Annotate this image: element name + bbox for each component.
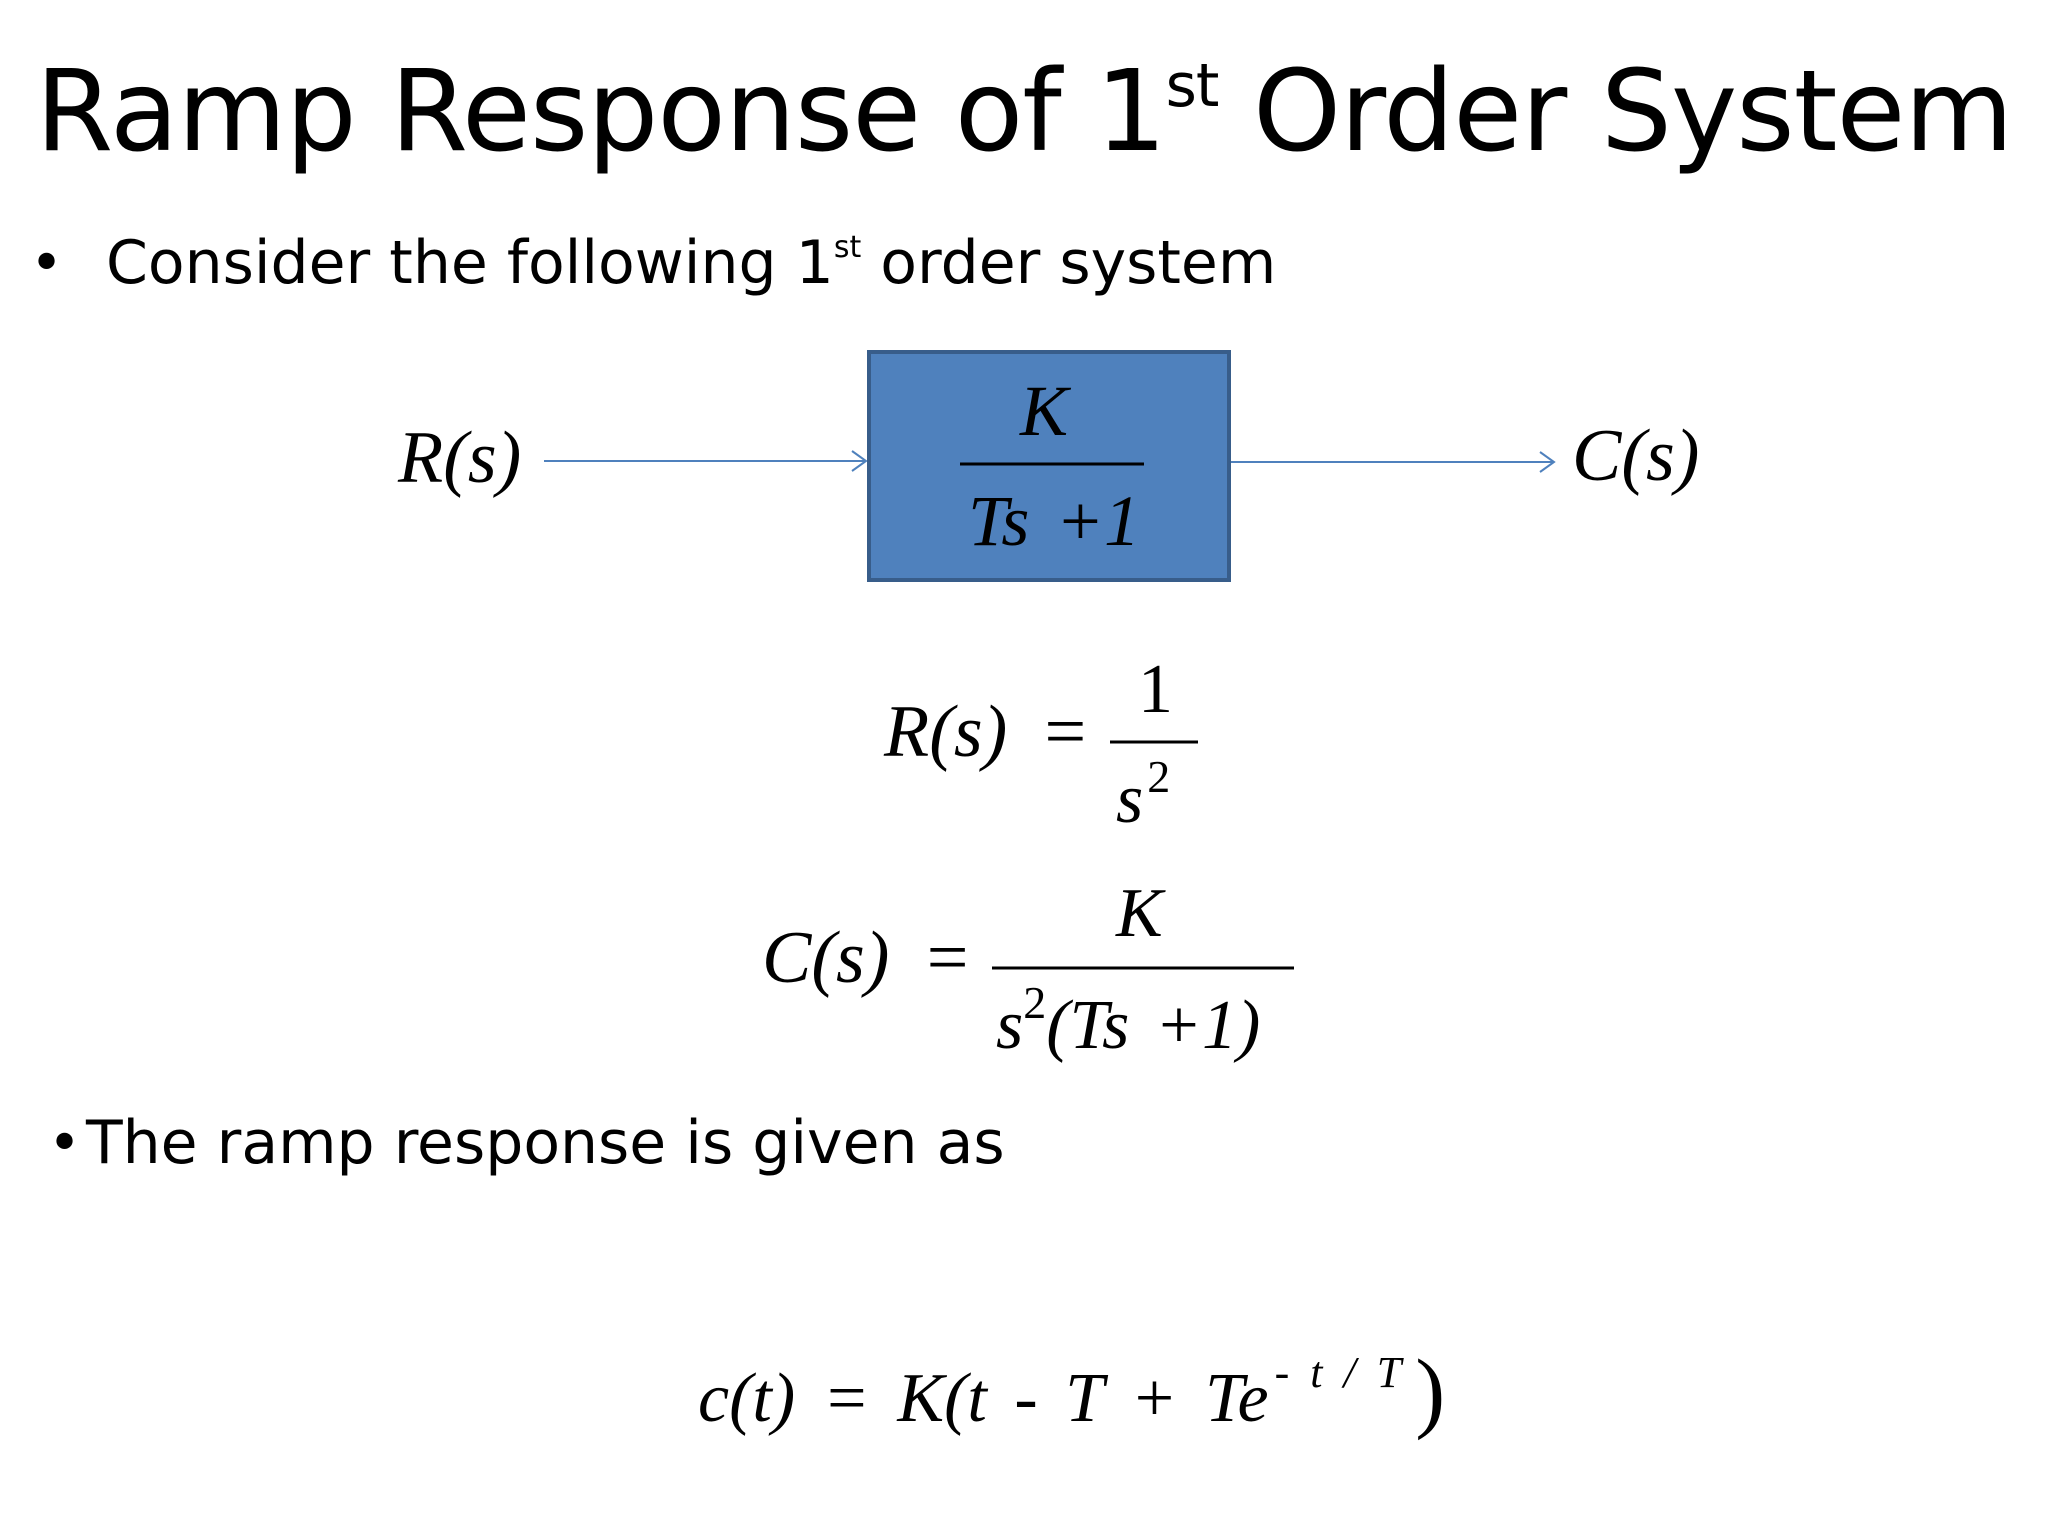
input-arrow <box>544 450 868 472</box>
title-text-rest: Order System <box>1218 47 2014 177</box>
c-equation-lhs: C(s) = <box>762 917 972 999</box>
output-arrow <box>1231 451 1556 473</box>
slide-title: Ramp Response of 1st Order System <box>0 48 2048 176</box>
title-superscript: st <box>1165 51 1220 121</box>
bullet-consider: • Consider the following 1st order syste… <box>30 228 1276 298</box>
c-den-exponent: 2 <box>1023 977 1047 1028</box>
ct-equation: c(t) = K(t - T + Te- t / T) <box>698 1340 1445 1443</box>
bullet-dot-icon: • <box>30 230 64 296</box>
ct-exponent: - t / T <box>1274 1348 1402 1397</box>
r-equation-lhs: R(s) = <box>884 691 1090 773</box>
title-text: Ramp Response of 1 <box>35 47 1166 177</box>
ct-body: K(t - T + Te <box>897 1360 1269 1437</box>
r-equation-numerator: 1 <box>1138 651 1173 728</box>
c-equation-denominator: s2(Ts +1) <box>996 977 1261 1066</box>
bullet-dot-icon: • <box>48 1110 82 1176</box>
bullet-ramp-response: • The ramp response is given as <box>48 1108 1005 1178</box>
ct-lhs: c(t) = <box>698 1360 870 1437</box>
output-label: C(s) <box>1572 415 1700 497</box>
bullet-text-rest: order system <box>861 228 1277 298</box>
bullet-superscript: st <box>833 230 862 265</box>
input-label: R(s) <box>398 417 522 499</box>
r-den-exponent: 2 <box>1147 751 1171 802</box>
c-den-rest: (Ts +1) <box>1046 987 1261 1064</box>
bullet-text-main: Consider the following 1 <box>106 228 834 298</box>
r-den-s: s <box>1116 761 1144 838</box>
bullet-text: Consider the following 1st order system <box>106 228 1276 298</box>
block-numerator: K <box>1020 371 1069 451</box>
bullet-text: The ramp response is given as <box>86 1108 1005 1178</box>
transfer-function-block <box>867 350 1231 582</box>
r-equation-denominator: s2 <box>1116 751 1170 840</box>
c-den-s: s <box>996 987 1024 1064</box>
block-denominator: Ts +1 <box>968 481 1141 561</box>
c-equation-numerator: K <box>1116 875 1163 952</box>
ct-close-paren: ) <box>1415 1342 1446 1441</box>
